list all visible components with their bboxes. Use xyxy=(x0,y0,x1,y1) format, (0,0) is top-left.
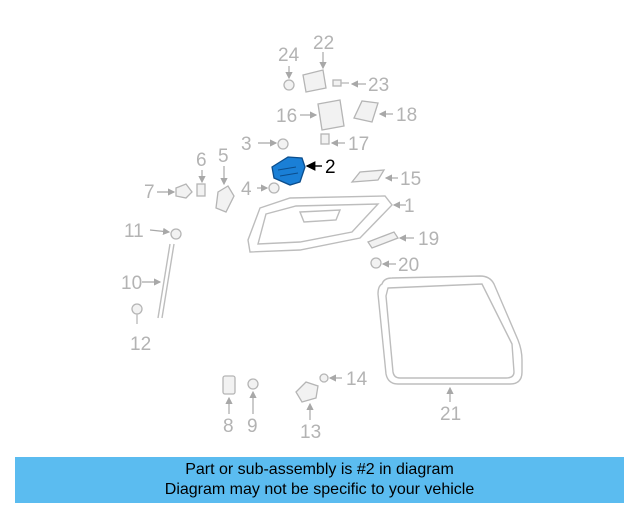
part-13 xyxy=(295,381,319,420)
part-2 xyxy=(271,156,322,186)
callout-11: 11 xyxy=(124,221,144,242)
callout-14: 14 xyxy=(346,369,368,390)
part-8 xyxy=(222,375,236,414)
part-18 xyxy=(353,100,393,123)
callout-21: 21 xyxy=(440,404,461,425)
callout-15: 15 xyxy=(400,169,421,190)
part-11 xyxy=(149,227,182,240)
callout-12: 12 xyxy=(130,334,151,355)
part-12 xyxy=(131,303,143,324)
part-21 xyxy=(377,275,523,402)
part-1 xyxy=(247,195,406,253)
callout-7: 7 xyxy=(144,182,155,203)
callout-23: 23 xyxy=(368,75,389,96)
part-23 xyxy=(332,79,366,88)
part-4 xyxy=(257,182,280,194)
callout-13: 13 xyxy=(300,422,321,443)
part-7 xyxy=(157,183,193,199)
part-16 xyxy=(300,99,345,131)
part-15 xyxy=(350,169,398,183)
callout-6: 6 xyxy=(196,150,207,171)
callout-4: 4 xyxy=(241,179,252,200)
part-6 xyxy=(196,170,206,197)
part-22 xyxy=(302,52,327,93)
callout-19: 19 xyxy=(418,229,439,250)
callout-10: 10 xyxy=(121,273,142,294)
part-20 xyxy=(370,257,396,269)
callout-22: 22 xyxy=(313,33,334,54)
callout-18: 18 xyxy=(396,105,417,126)
part-3 xyxy=(258,138,289,150)
part-9 xyxy=(247,378,259,414)
callout-24: 24 xyxy=(278,45,300,66)
info-banner: Part or sub-assembly is #2 in diagram Di… xyxy=(15,457,624,503)
callout-2: 2 xyxy=(325,157,336,178)
banner-line-2: Diagram may not be specific to your vehi… xyxy=(164,481,475,498)
callout-5: 5 xyxy=(218,146,229,167)
part-17 xyxy=(320,133,345,147)
callout-3: 3 xyxy=(241,134,252,155)
callout-1: 1 xyxy=(404,196,415,217)
part-19 xyxy=(367,231,414,249)
callout-17: 17 xyxy=(348,134,369,155)
callout-8: 8 xyxy=(223,416,234,437)
callout-9: 9 xyxy=(247,416,258,437)
part-24 xyxy=(283,66,295,91)
callout-20: 20 xyxy=(398,255,419,276)
part-5 xyxy=(215,166,235,213)
callout-16: 16 xyxy=(276,106,297,127)
part-14 xyxy=(319,373,342,383)
banner-line-1: Part or sub-assembly is #2 in diagram xyxy=(185,461,454,478)
part-10 xyxy=(142,243,175,319)
